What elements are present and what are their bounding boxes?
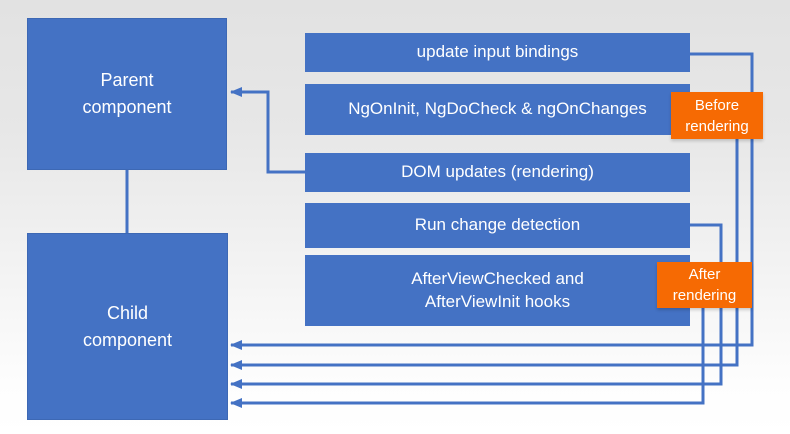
step-label-dom-updates: DOM updates (rendering): [401, 162, 594, 182]
child-component-box: Child component: [27, 233, 228, 420]
parent-component-box: Parent component: [27, 18, 227, 170]
step-label-run-change-detection: Run change detection: [414, 215, 581, 235]
arrow-dom-updates-to-parent: [230, 87, 305, 174]
step-box-ngoninit-ngdocheck-ngonchanges: NgOnInit, NgDoCheck & ngOnChanges: [305, 84, 690, 135]
step-label-update-input-bindings: update input bindings: [416, 42, 579, 62]
step-box-afterview-hooks: AfterViewChecked and AfterViewInit hooks: [305, 255, 690, 326]
step-label-ngoninit-ngdocheck-ngonchanges: NgOnInit, NgDoCheck & ngOnChanges: [348, 99, 647, 119]
arrow-update-input-bindings-to-child: [230, 52, 754, 350]
step-box-run-change-detection: Run change detection: [305, 203, 690, 248]
badge-after-rendering-label: After rendering: [672, 266, 737, 304]
step-box-dom-updates: DOM updates (rendering): [305, 153, 690, 192]
badge-before-rendering: Before rendering: [671, 92, 763, 139]
child-component-label: Child component: [82, 302, 173, 350]
parent-component-label: Parent component: [82, 70, 172, 117]
badge-after-rendering: After rendering: [657, 262, 752, 308]
step-box-update-input-bindings: update input bindings: [305, 33, 690, 72]
badge-before-rendering-label: Before rendering: [685, 96, 749, 135]
step-label-afterview-hooks: AfterViewChecked and AfterViewInit hooks: [411, 268, 584, 311]
